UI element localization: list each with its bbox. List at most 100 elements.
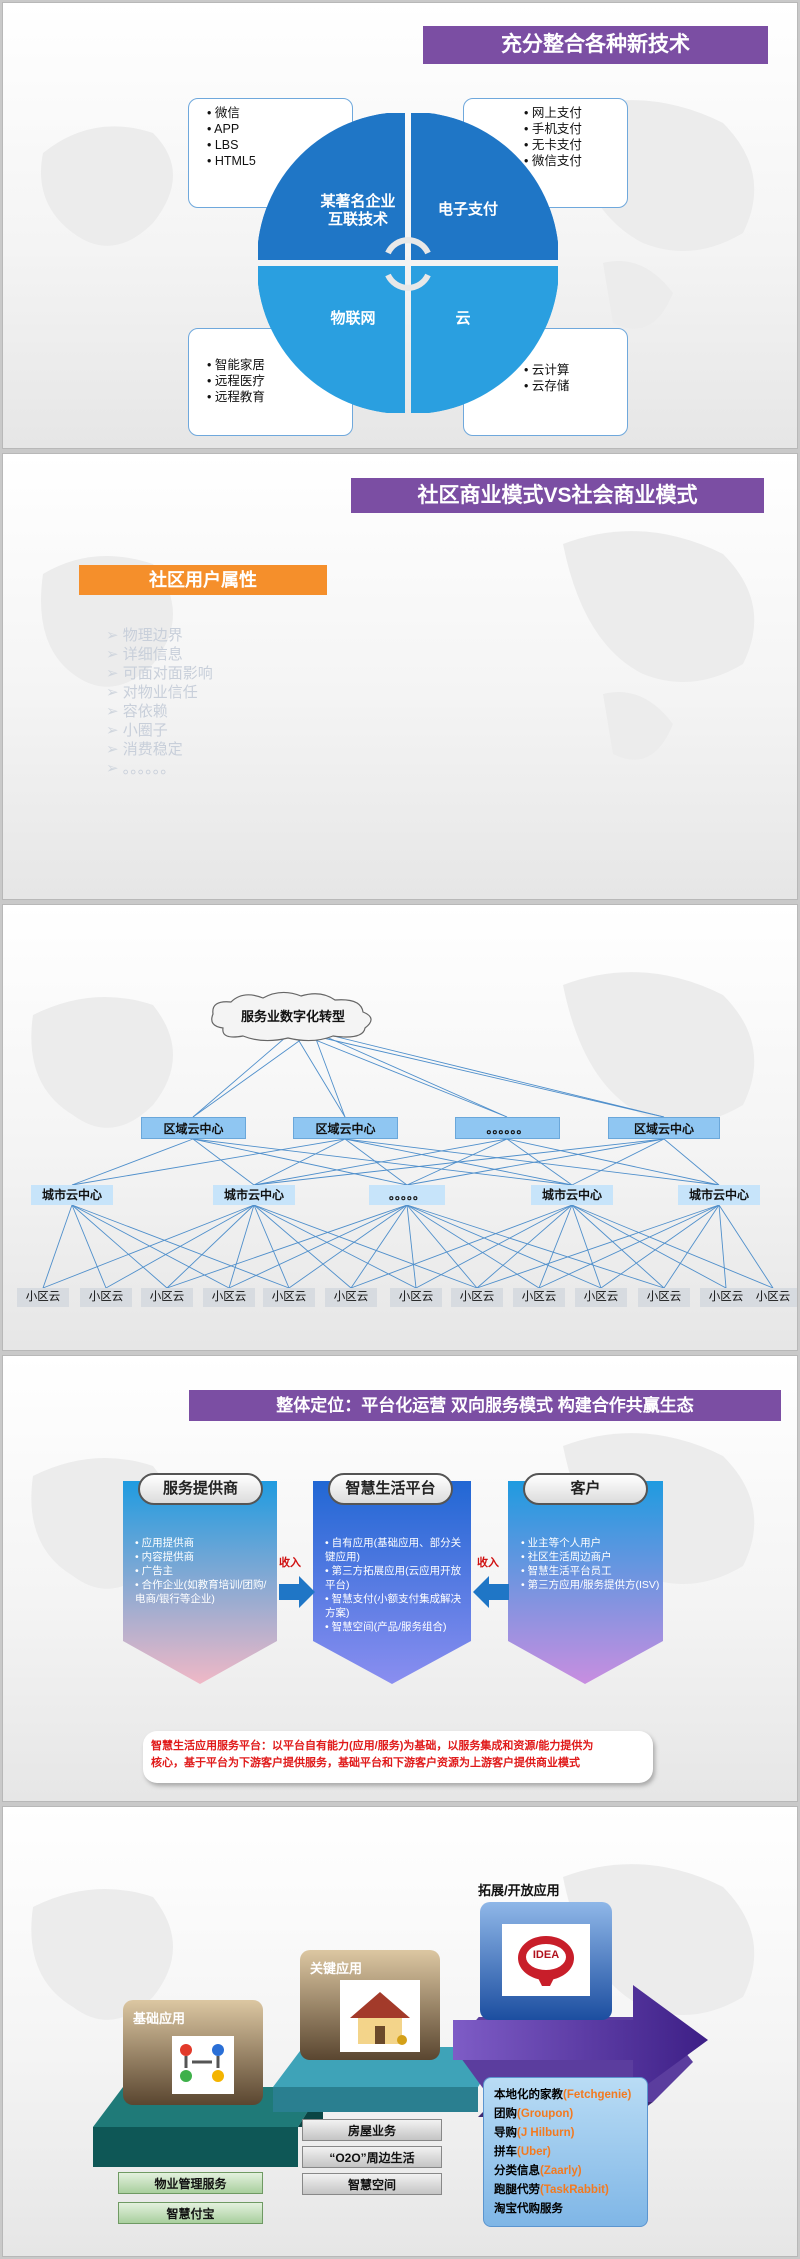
customer-items: 业主等个人用户 社区生活周边商户 智慧生活平台员工 第三方应用/服务提供方(IS… (521, 1536, 661, 1592)
city-node: 城市云中心 (678, 1185, 760, 1205)
big-arrow-icon (453, 1985, 708, 2095)
list-item: 合作企业(如教育培训/团购/电商/银行等企业) (135, 1578, 275, 1606)
property-service-button[interactable]: 物业管理服务 (118, 2172, 263, 2194)
leaf-node: 小区云 (451, 1288, 503, 1307)
list-item: 智慧支付(小额支付集成解决方案) (325, 1592, 465, 1620)
list-item: LBS (207, 137, 342, 153)
list-item: 小圈子 (106, 721, 213, 740)
leaf-node: 小区云 (513, 1288, 565, 1307)
list-item: 。。。。。。 (106, 759, 213, 778)
list-item: 导购(J Hilburn) (494, 2127, 575, 2139)
list-item: 详细信息 (106, 645, 213, 664)
region-node: 区域云中心 (141, 1117, 246, 1139)
list-item: 第三方应用/服务提供方(ISV) (521, 1578, 661, 1592)
list-item: 云计算 (524, 362, 617, 378)
world-map-background (31, 972, 755, 1128)
hierarchy-connectors (42, 1030, 774, 1289)
list-item: 远程教育 (207, 389, 342, 405)
idea-text: IDEA (532, 1949, 560, 1961)
box-cloud-items: 云计算 云存储 (463, 328, 628, 436)
leaf-node: 小区云 (263, 1288, 315, 1307)
provider-items: 应用提供商 内容提供商 广告主 合作企业(如教育培训/团购/电商/银行等企业) (135, 1536, 275, 1606)
list-item: 第三方拓展应用(云应用开放平台) (325, 1564, 465, 1592)
list-item: 智慧空间(产品/服务组合) (325, 1620, 465, 1634)
people-puzzle-icon (172, 2036, 234, 2094)
list-item: 应用提供商 (135, 1536, 275, 1550)
arrow-right-icon (279, 1576, 315, 1608)
platform-title: 智慧生活平台 (328, 1473, 453, 1505)
region-node: 区域云中心 (293, 1117, 398, 1139)
list-item: 自有应用(基础应用、部分关键应用) (325, 1536, 465, 1564)
list-item: HTML5 (207, 153, 342, 169)
o2o-life-button[interactable]: “O2O”周边生活 (302, 2146, 442, 2168)
income-label-right: 收入 (477, 1557, 499, 1569)
quadrant-internet-tech-text: 某著名企业互联技术 (320, 193, 396, 228)
list-item: 微信 (207, 105, 342, 121)
open-app-title: 拓展/开放应用 (478, 1883, 560, 1898)
region-node: 区域云中心 (608, 1117, 720, 1139)
list-item: 智能家居 (207, 357, 342, 373)
income-label-left: 收入 (279, 1557, 301, 1569)
city-node: 。。。。。 (369, 1185, 445, 1205)
housing-business-button[interactable]: 房屋业务 (302, 2119, 442, 2141)
open-app-card: 拓展/开放应用 IDEA (478, 1883, 612, 2020)
slide-title: 充分整合各种新技术 (423, 26, 768, 64)
list-item: 容依赖 (106, 702, 213, 721)
list-item: 广告主 (135, 1564, 275, 1578)
slide-business-model: 社区商业模式VS社会商业模式 社区用户属性 物理边界 详细信息 可面对面影响 对… (2, 453, 798, 900)
list-item: 物理边界 (106, 626, 213, 645)
list-item: 手机支付 (524, 121, 617, 137)
leaf-node: 小区云 (747, 1288, 797, 1307)
list-item: 无卡支付 (524, 137, 617, 153)
smart-pay-button[interactable]: 智慧付宝 (118, 2202, 263, 2224)
idea-bulb-icon (518, 1936, 574, 1986)
list-item: 社区生活周边商户 (521, 1550, 661, 1564)
platform-note: 智慧生活应用服务平台：以平台自有能力(应用/服务)为基础，以服务集成和资源/能力… (143, 1731, 653, 1783)
list-item: 内容提供商 (135, 1550, 275, 1564)
list-item: 消费稳定 (106, 740, 213, 759)
list-item: 智慧生活平台员工 (521, 1564, 661, 1578)
platform-items: 自有应用(基础应用、部分关键应用) 第三方拓展应用(云应用开放平台) 智慧支付(… (325, 1536, 465, 1634)
open-app-list: 本地化的家教(Fetchgenie) 团购(Groupon) 导购(J Hilb… (483, 2077, 648, 2227)
list-item: 云存储 (524, 378, 617, 394)
cloud-shape (211, 991, 372, 1042)
section-label: 社区用户属性 (79, 565, 327, 595)
list-item: 团购(Groupon) (494, 2108, 574, 2120)
leaf-node: 小区云 (325, 1288, 377, 1307)
list-item: 网上支付 (524, 105, 617, 121)
leaf-node: 小区云 (203, 1288, 255, 1307)
box-payment-items: 网上支付 手机支付 无卡支付 微信支付 (463, 98, 628, 208)
city-node: 城市云中心 (31, 1185, 113, 1205)
box-internet-tech-items: 微信 APP LBS HTML5 (188, 98, 353, 208)
attribute-list: 物理边界 详细信息 可面对面影响 对物业信任 容依赖 小圈子 消费稳定 。。。。… (106, 626, 213, 778)
list-item: 本地化的家教(Fetchgenie) (494, 2089, 632, 2101)
customer-title: 客户 (523, 1473, 648, 1505)
leaf-node: 小区云 (700, 1288, 752, 1307)
region-node: 。。。。。。 (455, 1117, 560, 1139)
root-node: 服务业数字化转型 (240, 1009, 345, 1024)
leaf-node: 小区云 (80, 1288, 132, 1307)
city-node: 城市云中心 (213, 1185, 295, 1205)
leaf-node: 小区云 (575, 1288, 627, 1307)
list-item: 对物业信任 (106, 683, 213, 702)
world-map-background (31, 1864, 755, 2020)
key-app-card: 关键应用 (300, 1950, 440, 2060)
leaf-node: 小区云 (17, 1288, 69, 1307)
leaf-node: 小区云 (141, 1288, 193, 1307)
key-app-title: 关键应用 (310, 1961, 363, 1976)
slide-cloud-hierarchy: 服务业数字化转型 区域云中心 区域云中心 。。。。。。 区域云中心 城市云中心 … (2, 904, 798, 1351)
basic-app-card: 基础应用 (123, 2000, 263, 2105)
quadrant-iot-text: 物联网 (330, 310, 376, 327)
slide-platform-positioning: 整体定位：平台化运营 双向服务模式 构建合作共赢生态 服务提供商 智慧生活平台 … (2, 1355, 798, 1802)
list-item: 远程医疗 (207, 373, 342, 389)
leaf-node: 小区云 (390, 1288, 442, 1307)
list-item: 可面对面影响 (106, 664, 213, 683)
list-item: 业主等个人用户 (521, 1536, 661, 1550)
quadrant-e-payment-text: 电子支付 (437, 201, 498, 218)
slide-application-layers: 基础应用 关键应用 拓展/开放应用 IDEA 物业管理服务 智慧付宝 房屋业务 … (2, 1806, 798, 2257)
list-item: 分类信息(Zaarly) (494, 2165, 582, 2177)
slide-title: 整体定位：平台化运营 双向服务模式 构建合作共赢生态 (189, 1390, 781, 1421)
arrow-left-icon (473, 1576, 509, 1608)
smart-space-button[interactable]: 智慧空间 (302, 2173, 442, 2195)
